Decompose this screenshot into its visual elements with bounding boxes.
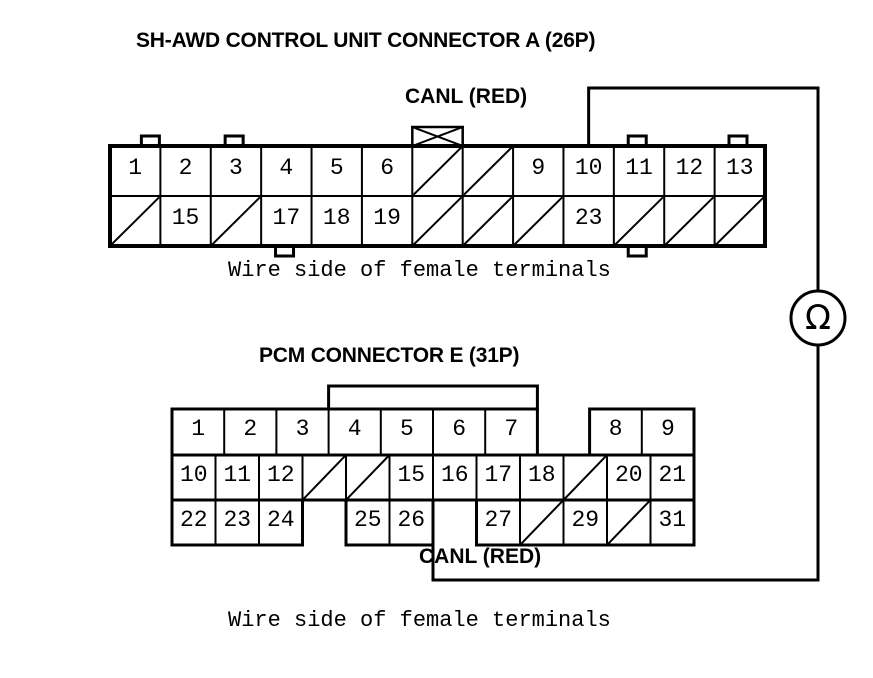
- blank-cell-diagonal: [303, 455, 346, 500]
- latch-tab: [223, 134, 245, 148]
- terminal-number: 13: [725, 155, 754, 181]
- terminal-number: 11: [223, 461, 252, 488]
- latch-tab: [139, 134, 161, 148]
- blank-cell-diagonal: [614, 196, 664, 246]
- terminal-number: 2: [243, 416, 258, 442]
- keying-tab-cross: [411, 125, 464, 148]
- blank-cell-diagonal: [564, 455, 607, 500]
- terminal-number: 15: [171, 205, 200, 231]
- terminal-number: 10: [574, 155, 603, 181]
- terminal-number: 25: [353, 506, 382, 533]
- terminal-number: 26: [397, 506, 426, 533]
- blank-cell-diagonal: [463, 196, 513, 246]
- terminal-number: 5: [399, 416, 414, 442]
- terminal-number: 3: [229, 155, 243, 181]
- latch-tab: [626, 134, 648, 148]
- terminal-number: 9: [531, 155, 546, 181]
- latch-tab: [727, 134, 749, 148]
- terminal-number: 17: [484, 461, 513, 488]
- blank-cell-diagonal: [110, 196, 160, 246]
- blank-cell-diagonal: [715, 196, 765, 246]
- pcm-connector-title: PCM CONNECTOR E (31P): [259, 344, 520, 367]
- terminal-number: 15: [397, 461, 426, 488]
- blank-cell-diagonal: [607, 500, 650, 545]
- keying-tab-cross: [411, 125, 464, 148]
- terminal-number: 22: [179, 506, 208, 533]
- terminal-number: 21: [658, 461, 687, 488]
- terminal-number: 5: [329, 155, 344, 181]
- terminal-number: 2: [178, 155, 193, 181]
- keying-tab: [411, 125, 464, 148]
- connector-a-caption: Wire side of female terminals: [228, 258, 611, 283]
- connector-a-body: [108, 125, 767, 258]
- terminal-number: 12: [675, 155, 704, 181]
- terminal-number: 1: [128, 155, 143, 181]
- blank-cell-diagonal: [412, 196, 463, 246]
- terminal-number: 18: [527, 461, 556, 488]
- canl-bottom-label: CANL (RED): [419, 545, 542, 568]
- terminal-number: 19: [373, 205, 401, 231]
- terminal-number: 23: [223, 506, 252, 533]
- terminal-number: 24: [266, 506, 295, 533]
- blank-cell-diagonal: [520, 500, 563, 545]
- terminal-number: 29: [571, 506, 600, 533]
- terminal-number: 1: [191, 416, 205, 442]
- terminal-number: 12: [266, 461, 295, 488]
- keying-notch: [327, 384, 539, 411]
- blank-cell-diagonal: [664, 196, 715, 246]
- canl-top-label: CANL (RED): [405, 85, 528, 108]
- blank-cell-diagonal: [513, 196, 563, 246]
- terminal-number: 27: [484, 506, 513, 533]
- terminal-number: 16: [440, 461, 469, 488]
- blank-cell-diagonal: [346, 455, 389, 500]
- terminal-number: 11: [625, 155, 653, 181]
- terminal-number: 20: [614, 461, 643, 488]
- terminal-number: 6: [452, 416, 466, 442]
- terminal-number: 8: [608, 416, 623, 442]
- blank-cell-diagonal: [211, 196, 261, 246]
- terminal-number: 17: [272, 205, 301, 231]
- terminal-number: 23: [574, 205, 603, 231]
- latch-tab: [626, 244, 648, 258]
- terminal-number: 7: [504, 416, 519, 442]
- terminal-number: 18: [322, 205, 351, 231]
- terminal-number: 6: [380, 155, 395, 181]
- blank-cell-diagonal: [412, 146, 463, 196]
- blank-cell-diagonal: [463, 146, 513, 196]
- connector-a-title: SH-AWD CONTROL UNIT CONNECTOR A (26P): [136, 29, 596, 52]
- latch-tab: [274, 244, 296, 258]
- terminal-number: 3: [295, 416, 310, 442]
- terminal-number: 10: [179, 461, 208, 488]
- canl-upper-test-lead: [587, 86, 820, 293]
- pcm-connector-caption: Wire side of female terminals: [228, 608, 611, 633]
- terminal-number: 4: [347, 416, 362, 442]
- terminal-number: 4: [279, 155, 294, 181]
- ohm-symbol-text: Ω: [805, 298, 831, 338]
- terminal-number: 9: [660, 416, 675, 442]
- terminal-number: 31: [658, 506, 687, 533]
